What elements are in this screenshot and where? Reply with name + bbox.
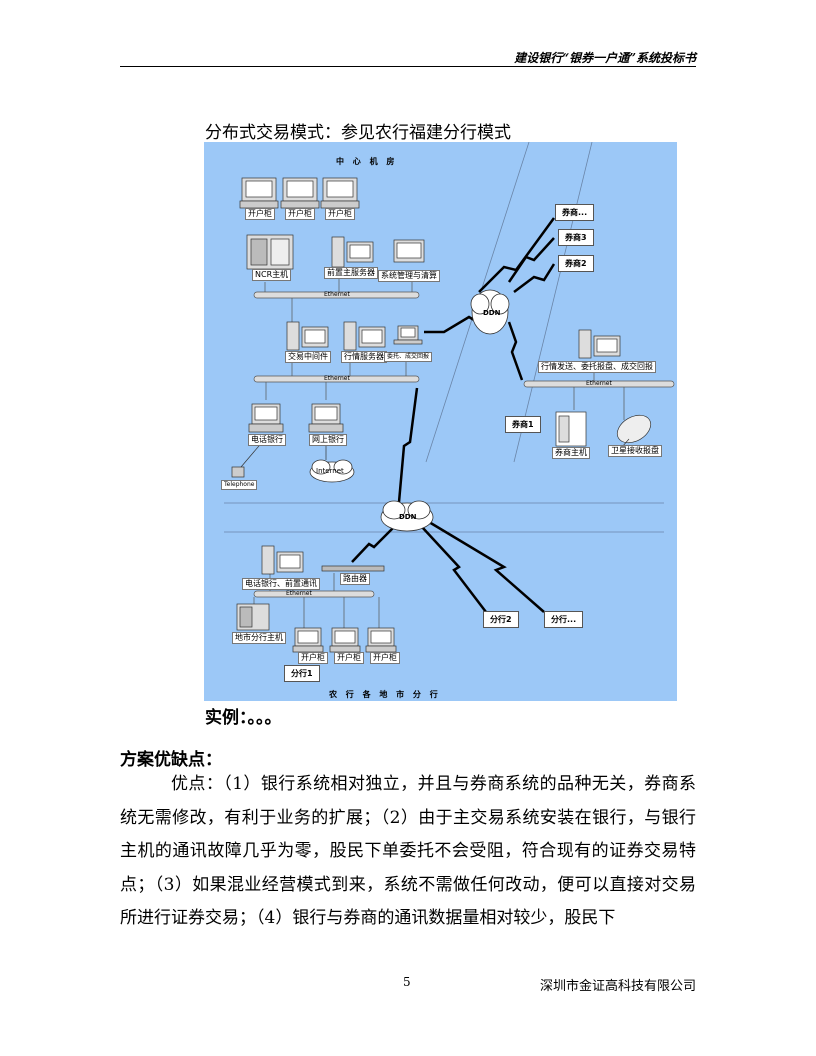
ethernet-label: Ethernet xyxy=(324,375,350,382)
broker-host-label: 券商主机 xyxy=(552,447,590,459)
quote-server-pc xyxy=(343,321,386,351)
ethernet-bus-3 xyxy=(523,364,675,420)
lightning-links xyxy=(351,217,556,613)
counter-label: 开户柜 xyxy=(298,652,328,664)
ethernet-label: Ethernet xyxy=(586,380,612,387)
page-number: 5 xyxy=(403,975,411,989)
ddn-label-bottom: DDN xyxy=(399,513,417,521)
internet-label: Internet xyxy=(316,467,344,475)
order-report-pc xyxy=(393,325,423,345)
diagram-graphics xyxy=(224,142,675,653)
front-server-pc xyxy=(331,236,374,268)
counter-label: 开户柜 xyxy=(370,652,400,664)
internet-cloud xyxy=(309,459,355,483)
phone-front-pc xyxy=(261,545,304,575)
section-title: 方案优缺点： xyxy=(120,750,222,770)
ethernet-bus-2 xyxy=(253,298,420,400)
terminal-bottom-1 xyxy=(292,627,324,653)
satellite-dish xyxy=(616,414,652,448)
satellite-label: 卫星接收报盘 xyxy=(608,445,662,457)
phone-bank-pc xyxy=(248,403,284,433)
terminal-top-3 xyxy=(320,177,360,209)
city-branch-host xyxy=(236,603,270,631)
broker1-box: 券商1 xyxy=(505,416,541,433)
online-bank-label: 网上银行 xyxy=(309,434,347,446)
sys-mgmt-label: 系统管理与清算 xyxy=(378,270,440,282)
footer-company: 深圳市金证高科技有限公司 xyxy=(539,979,696,994)
terminal-bottom-2 xyxy=(329,627,361,653)
router-device xyxy=(321,565,385,572)
example-heading: 实例：。。。 xyxy=(205,708,282,728)
counter-label: 开户柜 xyxy=(245,208,275,220)
ethernet-label: Ethernet xyxy=(324,291,350,298)
online-bank-pc xyxy=(308,403,344,433)
terminal-top-2 xyxy=(280,177,320,209)
branch-etc-box: 分行... xyxy=(544,611,584,628)
ddn-label-top: DDN xyxy=(483,309,501,317)
broker-quote-label: 行情发送、委托报盘、成交回报 xyxy=(538,361,656,373)
phone-front-label: 电话银行、前置通讯 xyxy=(242,578,320,590)
ncr-host-label: NCR主机 xyxy=(252,269,292,281)
counter-label: 开户柜 xyxy=(285,208,315,220)
center-room-title: 中 心 机 房 xyxy=(336,157,398,166)
ethernet-label: Ethernet xyxy=(286,590,312,597)
front-server-label: 前置主服务器 xyxy=(324,267,378,279)
header-rule xyxy=(120,66,696,67)
terminal-top-1 xyxy=(239,177,279,209)
ethernet-bus-1 xyxy=(253,277,420,299)
sys-mgmt-pc xyxy=(393,239,425,263)
telephone-device xyxy=(231,466,245,478)
counter-label: 开户柜 xyxy=(325,208,355,220)
bottom-title: 农 行 各 地 市 分 行 xyxy=(329,690,441,699)
branch2-box: 分行2 xyxy=(483,611,519,628)
body-paragraph: 优点：（1）银行系统相对独立，并且与券商系统的品种无关，券商系统无需修改，有利于… xyxy=(120,774,696,928)
network-diagram: 中 心 机 房 开户柜 开户柜 开户柜 NCR主机 前置主服务器 系统管理与清算… xyxy=(204,142,677,701)
counter-label: 开户柜 xyxy=(334,652,364,664)
quote-server-label: 行情服务器 xyxy=(341,351,387,363)
router-label: 路由器 xyxy=(340,573,370,585)
divider-line xyxy=(513,142,593,463)
ddn-cloud-top xyxy=(470,289,510,335)
branch1-box: 分行1 xyxy=(284,665,320,682)
broker-quote-pc xyxy=(578,329,621,359)
city-branch-host-label: 地市分行主机 xyxy=(232,632,286,644)
telephone-label: Telephone xyxy=(221,480,258,490)
figure-caption: 分布式交易模式：参见农行福建分行模式 xyxy=(205,123,511,143)
header-title: 建设银行“银券一户通”系统投标书 xyxy=(514,51,696,65)
phone-bank-label: 电话银行 xyxy=(248,434,286,446)
middleware-label: 交易中间件 xyxy=(285,351,331,363)
broker2-box: 券商2 xyxy=(558,255,594,272)
broker-etc-box: 券商... xyxy=(555,204,595,221)
order-report-label: 委托、成交回报 xyxy=(384,352,433,362)
ddn-cloud-bottom xyxy=(380,500,434,532)
terminal-bottom-3 xyxy=(365,627,397,653)
middleware-pc xyxy=(286,321,329,351)
ncr-host xyxy=(246,234,294,270)
broker-host xyxy=(555,411,587,447)
broker3-box: 券商3 xyxy=(558,229,594,246)
